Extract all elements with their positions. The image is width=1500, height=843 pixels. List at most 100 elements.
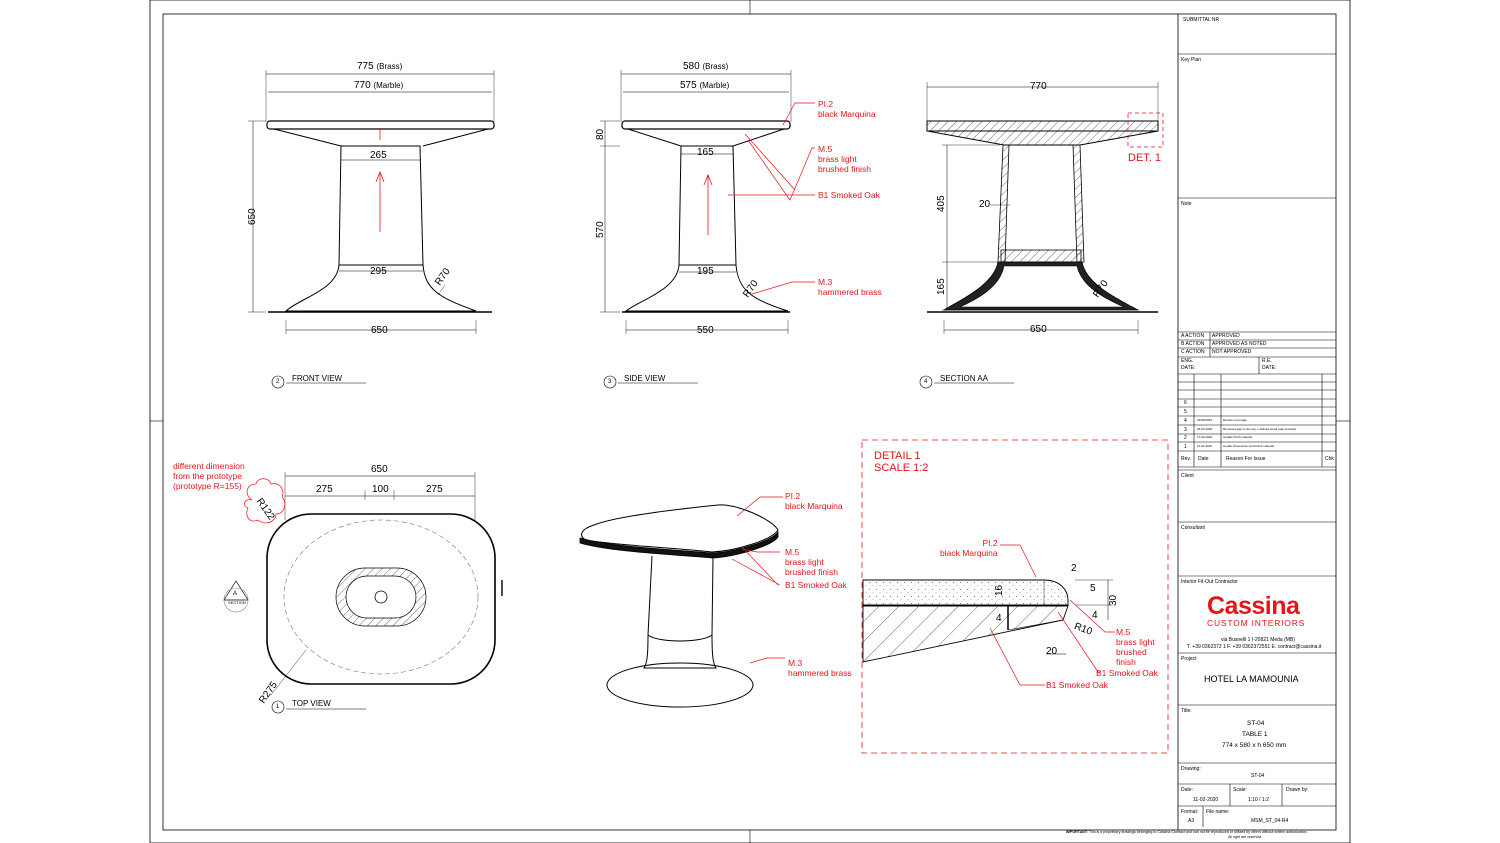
side-view-title: SIDE VIEW — [624, 374, 666, 383]
front-dim-height: 650 — [247, 208, 258, 225]
rev-row-2-reason: Update finish material — [1223, 435, 1253, 439]
drawing-value: ST-04 — [1251, 773, 1265, 779]
title-label: Title: — [1181, 708, 1192, 714]
front-dim-column-bottom: 295 — [370, 266, 387, 277]
rev-row-4-date: 22/05/2020 — [1197, 418, 1213, 422]
action-c-code: C ACTION — [1181, 349, 1205, 355]
detail-1-drawing — [861, 439, 1169, 754]
date-value: 11-02-2020 — [1193, 797, 1219, 803]
format-label: Format: — [1181, 809, 1199, 815]
rev-row-1: 1 — [1184, 444, 1187, 450]
cassina-logo-tagline: CUSTOM INTERIORS — [1207, 618, 1306, 628]
front-dim-column-top: 265 — [370, 150, 387, 161]
client-label: Client — [1181, 473, 1194, 479]
section-dim-foot: 650 — [1030, 324, 1047, 335]
rev-row-3-reason: Removed gap on the top + defined wood (o… — [1223, 427, 1297, 431]
section-dim-foot-height: 165 — [936, 278, 947, 295]
note-label: Note — [1181, 201, 1192, 207]
axo-callout-oak: B1 Smoked Oak — [785, 580, 847, 590]
section-aa-drawing — [919, 82, 1164, 389]
sheet-frame — [149, 0, 1351, 843]
section-dim-wall: 20 — [979, 199, 991, 210]
side-dim-column-top: 165 — [697, 147, 714, 158]
project-label: Project — [1181, 656, 1197, 662]
top-view-drawing — [223, 472, 503, 714]
top-dim-right: 275 — [426, 484, 443, 495]
drawn-by-label: Drawn by: — [1286, 787, 1309, 793]
contractor-contacts: T. +39 0362372 1 F. +39 0362372551 E. co… — [1187, 644, 1322, 650]
rev-row-5: 5 — [1184, 409, 1187, 415]
key-plan-label: Key Plan — [1181, 57, 1202, 63]
side-dim-top-height: 80 — [595, 128, 606, 140]
front-dim-brass: 775 (Brass) — [357, 61, 403, 72]
format-value: A3 — [1188, 818, 1195, 824]
scale-label: Scale: — [1233, 787, 1247, 793]
file-name-label: File name: — [1206, 809, 1230, 815]
eng-label: ENG. — [1181, 358, 1194, 364]
rev-row-2: 2 — [1184, 435, 1187, 441]
section-marker-letter: A — [233, 591, 238, 597]
rev-row-6: 6 — [1184, 400, 1187, 406]
detail-scale: SCALE 1:2 — [874, 462, 929, 474]
copyright-notice: IMPORTANT: This is a proprietary drawing… — [1066, 830, 1308, 834]
title-block-lines — [1178, 53, 1336, 827]
scale-value: 1:10 / 1:2 — [1248, 797, 1269, 803]
front-dim-marble: 770 (Marble) — [354, 80, 404, 91]
side-callout-oak: B1 Smoked Oak — [818, 190, 880, 200]
re-date-label: DATE: — [1262, 365, 1277, 371]
rev-col-reason: Reason For Issue — [1226, 456, 1266, 462]
action-a-code: A ACTION — [1181, 333, 1205, 339]
front-view-drawing — [248, 70, 495, 389]
section-dim-top: 770 — [1030, 81, 1047, 92]
rev-col-date: Date — [1198, 456, 1209, 462]
detail-dim-4-left: 4 — [996, 613, 1002, 624]
rev-col-rev: Rev. — [1181, 456, 1191, 462]
re-label: R.E. — [1262, 358, 1272, 364]
consultant-label: Consultant — [1181, 525, 1205, 531]
top-dim-total: 650 — [371, 464, 388, 475]
top-dim-left: 275 — [316, 484, 333, 495]
side-view-drawing — [600, 70, 815, 389]
front-view-title: FRONT VIEW — [292, 374, 343, 383]
drawing-code: ST-04 — [1247, 720, 1265, 727]
side-dim-column-height: 570 — [595, 221, 606, 238]
side-view-number: 3 — [608, 379, 612, 385]
axonometric-drawing — [579, 496, 785, 708]
detail-dim-5: 5 — [1090, 583, 1096, 594]
rev-col-chk: Chk — [1325, 456, 1334, 462]
side-dim-brass: 580 (Brass) — [683, 61, 729, 72]
side-dim-marble: 575 (Marble) — [680, 80, 730, 91]
rev-row-4-reason: Revision top edge — [1223, 418, 1248, 422]
rev-row-1-reason: Update dimensions and finish material — [1223, 444, 1274, 448]
action-a-status: APPROVED — [1212, 333, 1240, 339]
copyright-notice-line2: All right are reserved. — [1228, 835, 1263, 839]
drawing-size: 774 x 580 x h 650 mm — [1222, 742, 1287, 749]
top-view-title: TOP VIEW — [292, 699, 331, 708]
detail-dim-16: 16 — [994, 584, 1005, 596]
drawing-label: Drawing: — [1181, 766, 1201, 772]
action-c-status: NOT APPROVED — [1212, 349, 1252, 355]
contractor-address: via Busnelli 1 I-20821 Meda (MB) — [1221, 637, 1295, 643]
side-dim-column-bottom: 195 — [697, 266, 714, 277]
detail-dim-20: 20 — [1046, 646, 1058, 657]
cassina-logo: Cassina — [1207, 592, 1300, 620]
detail-callout-oak-right: B1 Smoked Oak — [1096, 668, 1158, 678]
date-label: Date: — [1181, 787, 1193, 793]
drawing-title: TABLE 1 — [1242, 731, 1268, 738]
rev-row-2-date: 17-02-2020 — [1197, 435, 1213, 439]
detail-title: DETAIL 1 — [874, 450, 921, 462]
side-dim-foot: 550 — [697, 325, 714, 336]
action-b-code: B ACTION — [1181, 341, 1205, 347]
rev-row-4: 4 — [1184, 418, 1187, 424]
detail-reference-label: DET. 1 — [1128, 152, 1162, 164]
rev-row-1-date: 11-02-2020 — [1197, 444, 1213, 448]
